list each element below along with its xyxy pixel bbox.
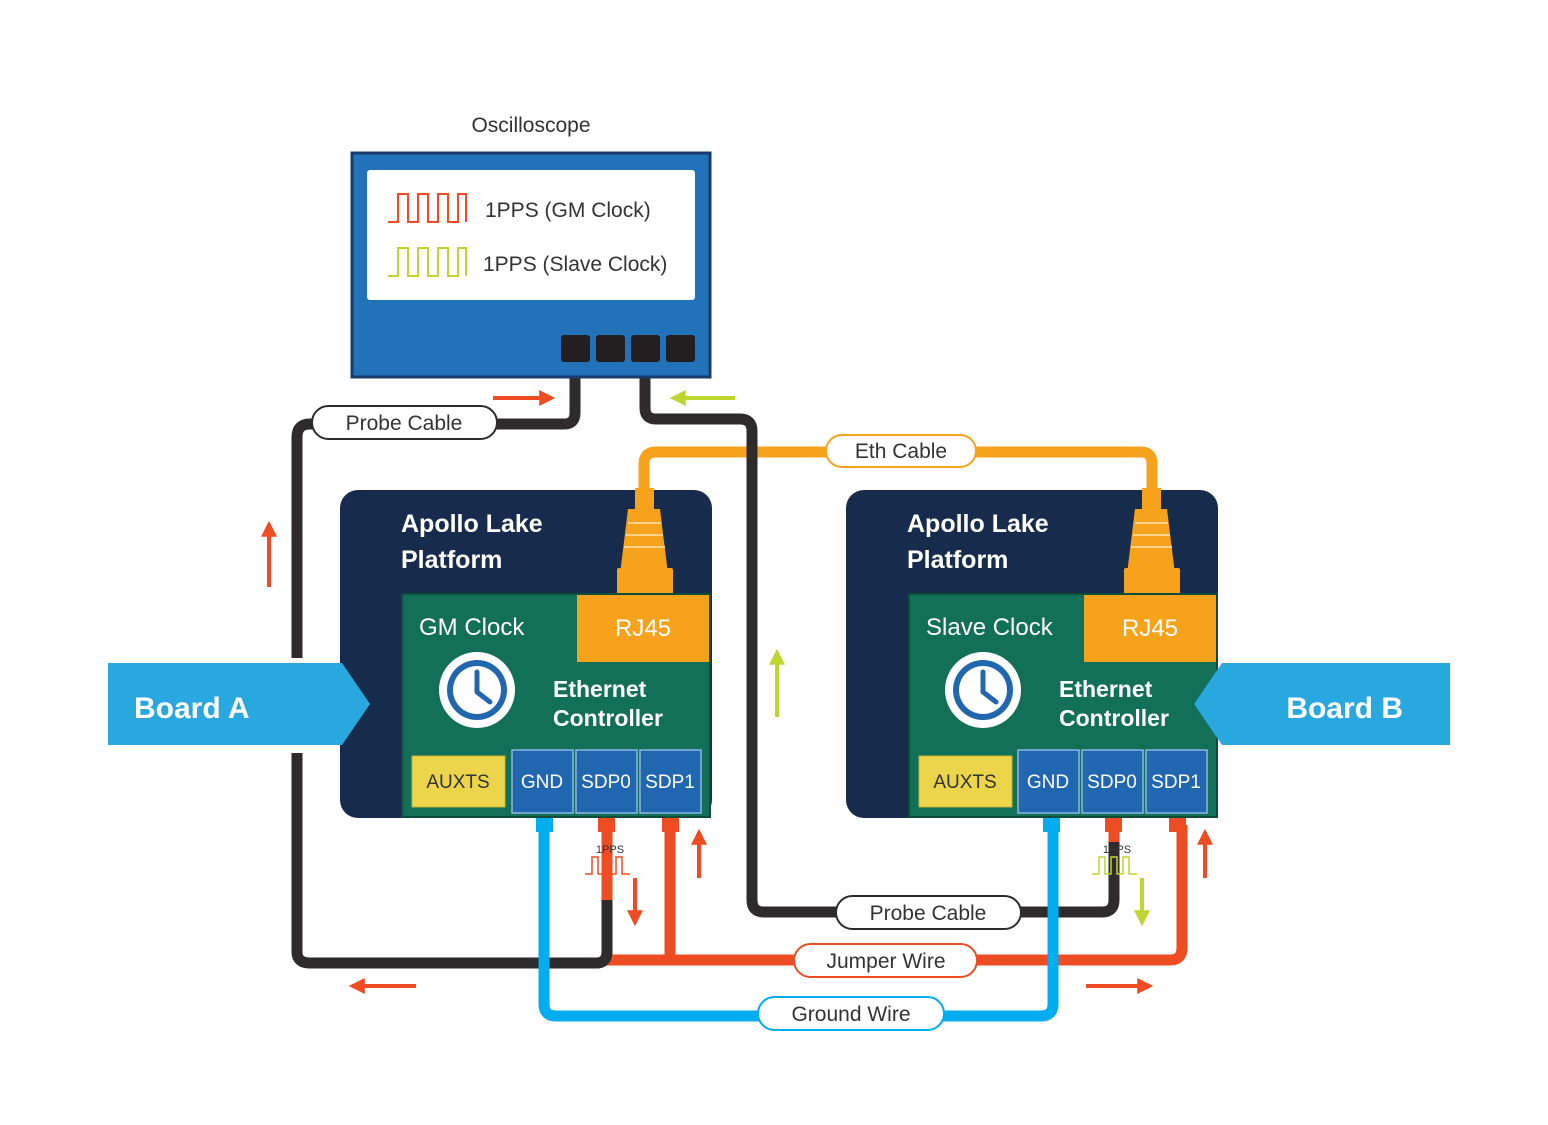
platform-a-title-1: Apollo Lake [401, 510, 543, 538]
rj45-port-b[interactable] [1084, 595, 1216, 662]
sdp1-pin-a[interactable] [639, 749, 702, 814]
probe-cable-b-label: Probe Cable [870, 902, 987, 925]
trace-slave-label: 1PPS (Slave Clock) [483, 253, 667, 276]
platform-b-title-2: Platform [907, 546, 1008, 574]
gnd-b-plug [1043, 818, 1060, 832]
controller-a-label-2: Controller [553, 705, 663, 731]
gnd-pin-b[interactable] [1017, 749, 1080, 814]
sdp0-pin-b[interactable] [1081, 749, 1144, 814]
rj45-connector-b [1124, 488, 1180, 596]
clock-label-b: Slave Clock [926, 614, 1054, 641]
scope-port-1[interactable] [561, 335, 590, 362]
probe-cable-a-label: Probe Cable [346, 412, 463, 435]
rj45-connector-a [617, 488, 673, 596]
board-a-tag [108, 663, 370, 745]
ground-wire-tag: Ground Wire [757, 996, 945, 1031]
sdp0-label-a: SDP0 [581, 772, 631, 793]
jumper-wire-sdp0-a [601, 952, 670, 966]
eth-cable-tag: Eth Cable [825, 434, 977, 468]
oscilloscope-title: Oscilloscope [471, 114, 590, 137]
probe-cable-a-junction [560, 900, 613, 969]
gnd-pin-a[interactable] [511, 749, 574, 814]
sdp0-a-plug [598, 818, 615, 832]
pps-waveform-b [1092, 856, 1137, 875]
oscilloscope-screen [367, 170, 695, 300]
sdp1-b-plug [1169, 818, 1186, 832]
gnd-label-b: GND [1027, 772, 1069, 793]
trace-gm-label: 1PPS (GM Clock) [485, 199, 651, 222]
jumper-wire-label: Jumper Wire [826, 950, 945, 973]
rj45-port-a[interactable] [577, 595, 709, 662]
probe-cable-a-tag: Probe Cable [311, 405, 498, 440]
scope-port-2[interactable] [596, 335, 625, 362]
sdp1-pin-b[interactable] [1145, 749, 1208, 814]
ground-wire-label: Ground Wire [791, 1003, 910, 1026]
scope-port-3[interactable] [631, 335, 660, 362]
board-a-label: Board A [134, 692, 250, 725]
rj45-label-b: RJ45 [1122, 615, 1178, 642]
slave-waveform-icon [388, 247, 467, 277]
auxts-label-a: AUXTS [426, 772, 489, 793]
controller-a-label-1: Ethernet [553, 676, 647, 702]
controller-b-label-2: Controller [1059, 705, 1169, 731]
eth-cable-label: Eth Cable [855, 440, 947, 463]
auxts-pin-a[interactable] [411, 755, 506, 808]
gnd-label-a: GND [521, 772, 563, 793]
platform-b-title-1: Apollo Lake [907, 510, 1049, 538]
pps-label-a: 1PPS [596, 844, 624, 856]
scope-port-4[interactable] [666, 335, 695, 362]
sdp0-label-b: SDP0 [1087, 772, 1137, 793]
probe-cable-b-tag: Probe Cable [835, 895, 1022, 930]
sdp1-label-b: SDP1 [1151, 772, 1201, 793]
board-b-tag [1194, 663, 1450, 745]
clock-icon-b [945, 652, 1021, 728]
sdp0-b-plug [1105, 818, 1122, 832]
pps-waveform-a [585, 856, 630, 875]
auxts-pin-b[interactable] [918, 755, 1013, 808]
platform-a-title-2: Platform [401, 546, 502, 574]
auxts-label-b: AUXTS [933, 772, 996, 793]
jumper-wire [664, 825, 1188, 966]
gnd-a-plug [536, 818, 553, 832]
gm-waveform-icon [388, 193, 467, 223]
pps-label-b: 1PPS [1103, 844, 1131, 856]
controller-b-label-1: Ethernet [1059, 676, 1153, 702]
jumper-wire-tag: Jumper Wire [793, 943, 978, 978]
clock-icon-a [439, 652, 515, 728]
sdp1-label-a: SDP1 [645, 772, 695, 793]
probe-cable-b [639, 360, 1120, 918]
sdp1-a-plug [662, 818, 679, 832]
board-b-label: Board B [1286, 692, 1403, 725]
clock-label-a: GM Clock [419, 614, 525, 641]
sdp0-pin-a[interactable] [575, 749, 638, 814]
rj45-label-a: RJ45 [615, 615, 671, 642]
